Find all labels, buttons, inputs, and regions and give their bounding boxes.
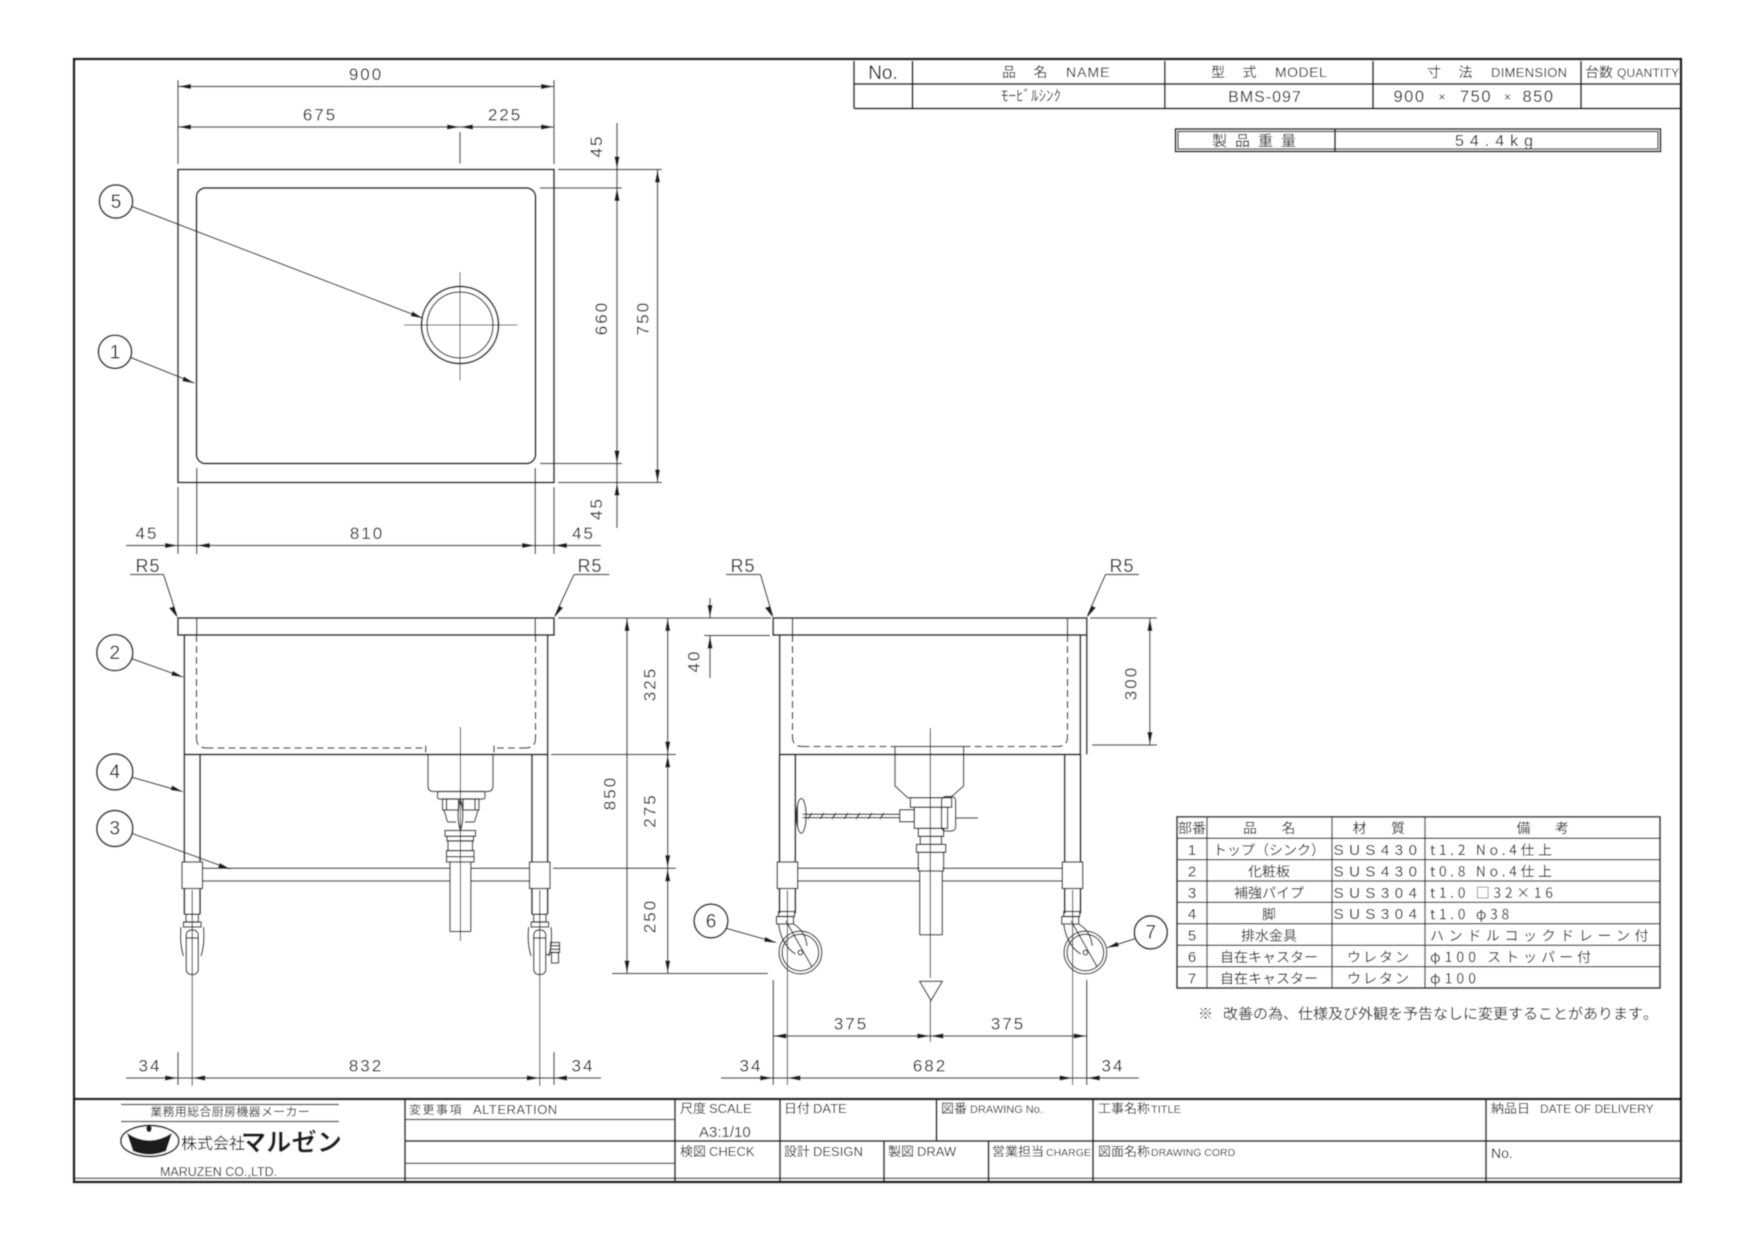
svg-text:ALTERATION: ALTERATION — [473, 1102, 558, 1117]
svg-text:A3:1/10: A3:1/10 — [699, 1124, 751, 1141]
svg-text:40: 40 — [685, 650, 704, 673]
svg-text:3: 3 — [1188, 885, 1196, 902]
svg-text:900: 900 — [349, 65, 383, 84]
svg-text:SUS304: SUS304 — [1334, 906, 1423, 923]
svg-text:R5: R5 — [730, 556, 755, 576]
svg-text:54.4kg: 54.4kg — [1455, 133, 1539, 150]
svg-text:QUANTITY: QUANTITY — [1617, 66, 1679, 80]
svg-text:R5: R5 — [577, 556, 602, 576]
svg-text:6: 6 — [1188, 949, 1196, 966]
svg-text:300: 300 — [1122, 666, 1141, 700]
svg-text:DATE OF DELIVERY: DATE OF DELIVERY — [1540, 1102, 1654, 1116]
svg-text:250: 250 — [641, 899, 660, 933]
svg-text:225: 225 — [488, 106, 522, 125]
svg-text:34: 34 — [1102, 1057, 1125, 1076]
svg-text:325: 325 — [641, 667, 660, 701]
svg-text:660: 660 — [592, 301, 611, 335]
svg-text:DESIGN: DESIGN — [813, 1144, 863, 1159]
svg-text:DRAW: DRAW — [917, 1144, 957, 1159]
svg-text:45: 45 — [572, 524, 595, 543]
svg-text:34: 34 — [572, 1057, 595, 1076]
svg-text:810: 810 — [350, 524, 384, 543]
svg-text:5: 5 — [1188, 928, 1196, 945]
svg-text:SCALE: SCALE — [709, 1101, 752, 1116]
svg-text:DIMENSION: DIMENSION — [1491, 65, 1567, 80]
svg-text:TITLE: TITLE — [1151, 1104, 1181, 1116]
svg-text:675: 675 — [303, 106, 337, 125]
svg-text:3: 3 — [110, 819, 121, 840]
svg-text:45: 45 — [587, 135, 606, 158]
svg-text:34: 34 — [139, 1057, 162, 1076]
svg-text:45: 45 — [136, 524, 159, 543]
svg-text:CHECK: CHECK — [709, 1144, 755, 1159]
svg-text:4: 4 — [110, 762, 121, 783]
svg-text:1: 1 — [110, 343, 121, 364]
svg-text:CHARGE: CHARGE — [1046, 1147, 1091, 1159]
svg-text:SUS304: SUS304 — [1334, 885, 1423, 902]
svg-text:BMS-097: BMS-097 — [1228, 89, 1302, 106]
svg-text:832: 832 — [349, 1057, 383, 1076]
svg-text:DRAWING No.: DRAWING No. — [970, 1104, 1043, 1116]
svg-text:×: × — [1504, 90, 1511, 104]
svg-text:4: 4 — [1188, 906, 1196, 923]
svg-text:375: 375 — [834, 1015, 868, 1034]
svg-text:7: 7 — [1188, 970, 1196, 987]
svg-text:MARUZEN CO.,LTD.: MARUZEN CO.,LTD. — [160, 1165, 277, 1179]
svg-text:850: 850 — [1522, 88, 1554, 106]
svg-text:DRAWING CORD: DRAWING CORD — [1151, 1147, 1236, 1159]
svg-text:45: 45 — [587, 497, 606, 520]
svg-text:2: 2 — [110, 643, 121, 664]
svg-text:DATE: DATE — [813, 1101, 847, 1116]
svg-text:No.: No. — [1491, 1145, 1513, 1161]
svg-text:682: 682 — [913, 1057, 947, 1076]
svg-text:275: 275 — [641, 793, 660, 827]
svg-text:SUS430: SUS430 — [1334, 863, 1423, 880]
svg-text:900: 900 — [1393, 88, 1425, 106]
svg-text:850: 850 — [601, 776, 620, 810]
svg-text:375: 375 — [991, 1015, 1025, 1034]
svg-text:34: 34 — [740, 1057, 763, 1076]
svg-text:R5: R5 — [1109, 556, 1134, 576]
svg-text:7: 7 — [1146, 923, 1157, 944]
svg-text:750: 750 — [634, 301, 653, 335]
svg-text:No.: No. — [868, 63, 898, 84]
svg-text:SUS430: SUS430 — [1334, 842, 1423, 859]
svg-text:R5: R5 — [135, 556, 160, 576]
svg-text:1: 1 — [1188, 842, 1196, 859]
svg-text:×: × — [1438, 90, 1445, 104]
svg-text:NAME: NAME — [1066, 64, 1110, 80]
svg-text:750: 750 — [1460, 88, 1492, 106]
svg-text:2: 2 — [1188, 863, 1196, 880]
svg-text:MODEL: MODEL — [1275, 64, 1327, 80]
svg-text:5: 5 — [111, 192, 122, 213]
svg-text:6: 6 — [706, 912, 717, 933]
